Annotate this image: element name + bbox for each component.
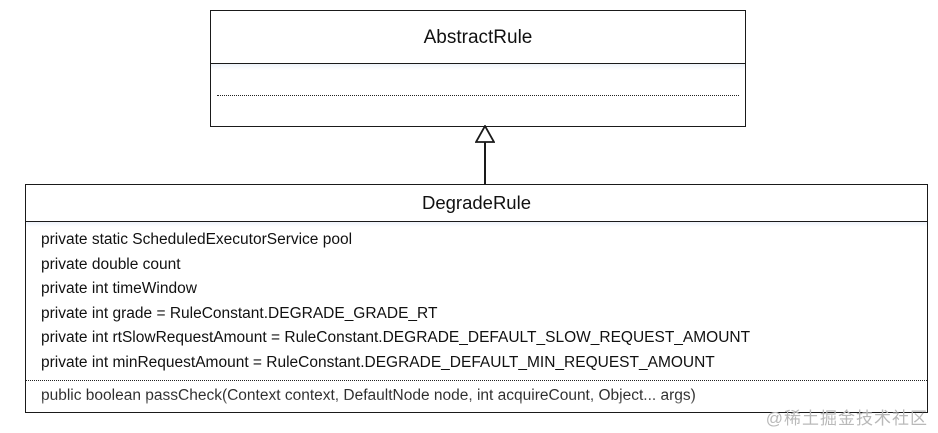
attribute-row: private static ScheduledExecutorService … bbox=[41, 231, 353, 248]
operation-row: public boolean passCheck(Context context… bbox=[41, 386, 696, 404]
attribute-row: private int rtSlowRequestAmount = RuleCo… bbox=[41, 329, 751, 347]
compartment-separator-dotted bbox=[217, 95, 739, 96]
attribute-row: private int grade = RuleConstant.DEGRADE… bbox=[41, 304, 438, 322]
class-box-abstract-rule[interactable]: AbstractRule bbox=[210, 10, 746, 127]
watermark-label: @稀土掘金技术社区 bbox=[765, 409, 928, 428]
generalization-triangle-icon bbox=[475, 125, 495, 143]
class-box-degrade-rule[interactable]: DegradeRule private static ScheduledExec… bbox=[25, 184, 928, 413]
attribute-row: private double count bbox=[41, 255, 181, 273]
attributes-compartment-degrade-rule: private static ScheduledExecutorService … bbox=[26, 222, 927, 379]
generalization-line bbox=[484, 140, 487, 186]
compartment-separator-dotted bbox=[26, 379, 927, 381]
generalization-connector[interactable] bbox=[470, 125, 500, 186]
class-name-degrade-rule: DegradeRule bbox=[26, 185, 927, 222]
attribute-row: private int timeWindow bbox=[41, 280, 197, 298]
attribute-row: private int minRequestAmount = RuleConst… bbox=[41, 353, 715, 371]
class-name-abstract-rule: AbstractRule bbox=[211, 11, 745, 64]
operations-compartment-degrade-rule: public boolean passCheck(Context context… bbox=[26, 380, 927, 408]
attributes-compartment-abstract-rule bbox=[211, 64, 745, 126]
